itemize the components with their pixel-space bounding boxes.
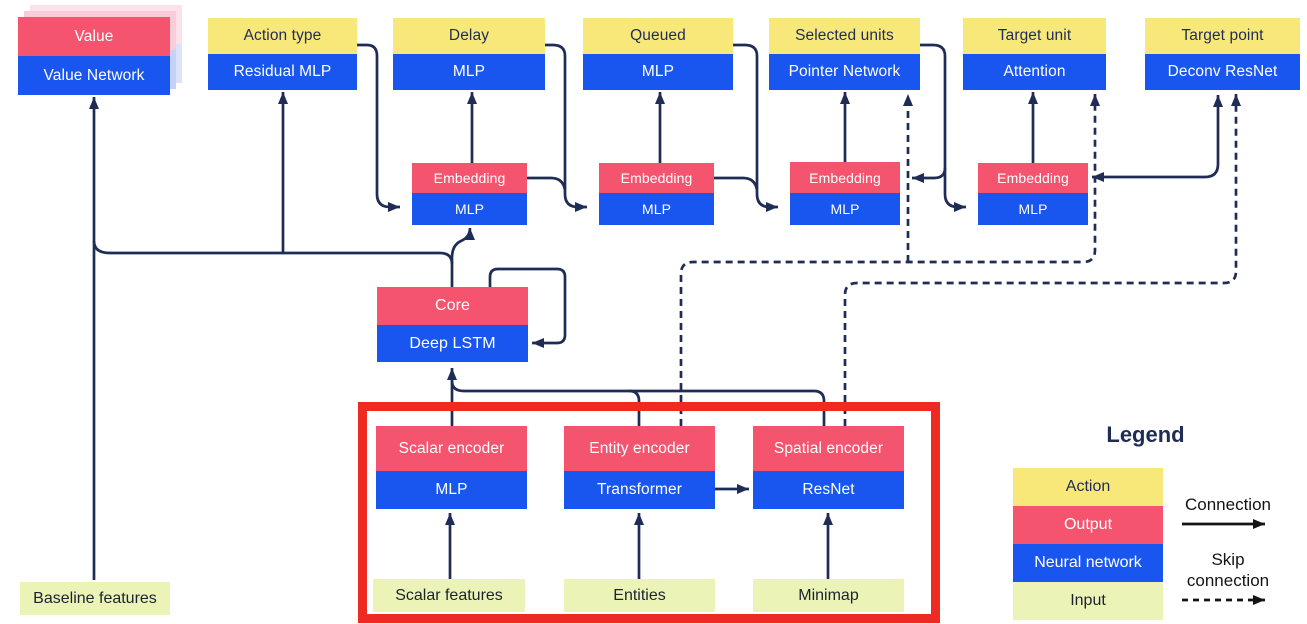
line-collector bbox=[450, 380, 826, 426]
entity-encoder-label: Entity encoder bbox=[564, 426, 715, 471]
embedding-4-network-label: MLP bbox=[978, 193, 1088, 225]
line-selected-branch-to-embedding3 bbox=[912, 167, 947, 183]
entities-input-box: Entities bbox=[564, 579, 715, 612]
queued-label: Queued bbox=[583, 18, 733, 54]
target-point-network-label: Deconv ResNet bbox=[1145, 54, 1300, 90]
target-unit-label: Target unit bbox=[963, 18, 1106, 54]
legend-skip-connection-label: Skip connection bbox=[1186, 550, 1270, 590]
target-unit-network-label: Attention bbox=[963, 54, 1106, 90]
core-label: Core bbox=[377, 287, 528, 325]
embedding-3-network-label: MLP bbox=[790, 193, 900, 225]
legend-connection-label: Connection bbox=[1184, 495, 1271, 514]
delay-network-label: MLP bbox=[393, 54, 545, 90]
line-embedding4-to-deconv bbox=[1092, 95, 1223, 182]
embedding-2-label: Embedding bbox=[599, 163, 714, 193]
delay-label: Delay bbox=[393, 18, 545, 54]
spatial-encoder-network-label: ResNet bbox=[753, 471, 904, 509]
embedding-2-network-label: MLP bbox=[599, 193, 714, 225]
line-selected-to-embedding4 bbox=[920, 43, 966, 212]
legend-title: Legend bbox=[1106, 422, 1185, 447]
action-type-network-label: Residual MLP bbox=[208, 54, 357, 90]
highlight-rectangle bbox=[358, 402, 940, 623]
value-label: Value bbox=[18, 17, 170, 56]
skip-entity-to-attention bbox=[679, 94, 1100, 426]
legend-item-network: Neural network bbox=[1013, 544, 1163, 582]
selected-units-label: Selected units bbox=[769, 18, 920, 54]
line-embedding2-merge bbox=[714, 176, 759, 191]
minimap-input-box: Minimap bbox=[753, 579, 904, 612]
line-entity-to-collector bbox=[628, 389, 641, 426]
line-core-to-embedding1 bbox=[450, 227, 475, 287]
entity-encoder-network-label: Transformer bbox=[564, 471, 715, 509]
line-core-self-loop bbox=[488, 267, 567, 348]
scalar-input-box: Scalar features bbox=[373, 579, 525, 612]
scalar-encoder-network-label: MLP bbox=[376, 471, 527, 509]
embedding-3-label: Embedding bbox=[790, 162, 900, 193]
line-queued-to-embedding3 bbox=[733, 43, 778, 212]
spatial-encoder-label: Spatial encoder bbox=[753, 426, 904, 471]
embedding-1-label: Embedding bbox=[412, 163, 527, 193]
legend-item-output: Output bbox=[1013, 506, 1163, 544]
embedding-4-label: Embedding bbox=[978, 163, 1088, 193]
legend-item-action: Action bbox=[1013, 468, 1163, 506]
queued-network-label: MLP bbox=[583, 54, 733, 90]
core-network-label: Deep LSTM bbox=[377, 325, 528, 362]
scalar-encoder-label: Scalar encoder bbox=[376, 426, 527, 471]
selected-units-network-label: Pointer Network bbox=[769, 54, 920, 90]
line-core-to-left bbox=[92, 240, 454, 265]
line-action-type-to-embedding1 bbox=[357, 43, 400, 212]
skip-spatial-to-deconv bbox=[843, 94, 1241, 426]
line-embedding1-merge bbox=[527, 176, 567, 191]
line-delay-to-embedding2 bbox=[545, 43, 587, 212]
baseline-input-box: Baseline features bbox=[20, 582, 170, 615]
action-type-label: Action type bbox=[208, 18, 357, 54]
legend-item-input: Input bbox=[1013, 582, 1163, 620]
value-network-label: Value Network bbox=[18, 56, 170, 95]
target-point-label: Target point bbox=[1145, 18, 1300, 54]
embedding-1-network-label: MLP bbox=[412, 193, 527, 225]
